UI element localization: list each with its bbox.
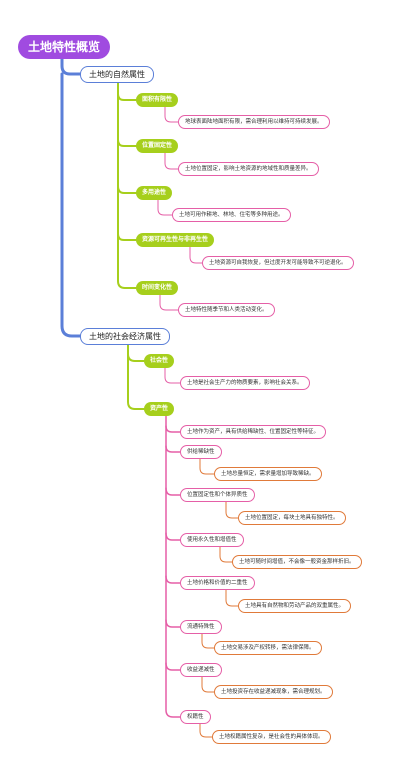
connector-natural-4 xyxy=(117,233,137,241)
leaf-society[interactable]: 土地是社会生产力的物质要素，影响社会关系。 xyxy=(180,376,310,390)
connector-leaf-a5 xyxy=(201,633,215,649)
connector-natural-1 xyxy=(117,93,137,101)
leaf-natural-5[interactable]: 土地特性随季节和人类活动变化。 xyxy=(178,303,275,317)
leaf-natural-4[interactable]: 土地资源可自我恢复，但过度开发可能导致不可逆退化。 xyxy=(202,256,354,270)
asset-leaf-6[interactable]: 土地投资存在收益递减现象，需合理规划。 xyxy=(214,685,333,699)
connector-leaf-n5 xyxy=(159,294,179,311)
asset-leaf-5[interactable]: 土地交易涉及产权转移，需法律保障。 xyxy=(214,641,322,655)
connector-natural-spine xyxy=(117,81,137,289)
leaf-natural-3[interactable]: 土地可用作耕地、林地、住宅等多种用途。 xyxy=(172,208,291,222)
connector-leaf-a1 xyxy=(199,458,215,475)
root-topic[interactable]: 土地特性概览 xyxy=(18,35,111,59)
topic-natural-4[interactable]: 资源可再生性与非再生性 xyxy=(136,233,215,247)
connector-leaf-a2 xyxy=(225,501,239,519)
topic-natural-3[interactable]: 多用途性 xyxy=(136,186,173,200)
connector-social-society xyxy=(127,353,145,362)
connector-root-social xyxy=(60,72,82,338)
connector-natural-3 xyxy=(117,185,137,194)
connector-natural-2 xyxy=(117,139,137,147)
connector-asset-spine xyxy=(165,415,181,718)
connector-leaf-n3 xyxy=(157,199,173,216)
connector-asset-3 xyxy=(165,532,181,541)
connector-asset-intro xyxy=(165,425,181,433)
asset-leaf-7[interactable]: 土地权籍属性复杂，是社会性的具体体现。 xyxy=(212,730,331,744)
asset-item-1[interactable]: 供给稀缺性 xyxy=(180,445,222,459)
asset-item-7[interactable]: 权籍性 xyxy=(180,710,211,724)
connector-asset-4 xyxy=(165,575,181,584)
connector-leaf-n1 xyxy=(164,106,179,123)
topic-natural-2[interactable]: 位置固定性 xyxy=(136,139,179,153)
connector-social-spine xyxy=(127,343,145,410)
asset-item-5[interactable]: 流通特殊性 xyxy=(180,620,222,634)
connector-root-natural xyxy=(60,56,82,76)
topic-natural-5[interactable]: 时间变化性 xyxy=(136,281,179,295)
connector-asset-6 xyxy=(165,662,181,671)
connector-leaf-n2 xyxy=(164,152,179,170)
topic-natural-1[interactable]: 面积有限性 xyxy=(136,93,179,107)
connector-asset-2 xyxy=(165,487,181,496)
connector-leaf-a3 xyxy=(219,546,233,563)
asset-item-6[interactable]: 收益递减性 xyxy=(180,663,222,677)
topic-natural[interactable]: 土地的自然属性 xyxy=(80,66,154,83)
connector-leaf-a6 xyxy=(201,676,215,693)
connector-leaf-a4 xyxy=(225,589,239,607)
asset-leaf-4[interactable]: 土地具有自然物和劳动产品的双重属性。 xyxy=(238,599,352,613)
asset-item-2[interactable]: 位置固定性和个体异质性 xyxy=(180,488,255,502)
asset-item-4[interactable]: 土地价格和价值的二重性 xyxy=(180,576,255,590)
connector-leaf-n4 xyxy=(189,246,203,264)
asset-leaf-2[interactable]: 土地位置固定，每块土地具有独特性。 xyxy=(238,511,346,525)
topic-social[interactable]: 土地的社会经济属性 xyxy=(80,328,170,345)
topic-society[interactable]: 社会性 xyxy=(144,354,175,368)
asset-leaf-1[interactable]: 土地总量恒定，需求量增加导致稀缺。 xyxy=(214,467,322,481)
leaf-natural-2[interactable]: 土地位置固定，影响土地资源的地域性和质量差异。 xyxy=(178,162,319,176)
connector-asset-5 xyxy=(165,619,181,628)
connector-asset-1 xyxy=(165,445,181,453)
asset-leaf-3[interactable]: 土地可随时间增值，不会像一般资金那样折旧。 xyxy=(232,555,362,569)
leaf-natural-1[interactable]: 地球表面陆地面积有限，需合理利用以维持可持续发展。 xyxy=(178,115,330,129)
topic-asset[interactable]: 资产性 xyxy=(144,402,175,416)
connector-leaf-society xyxy=(164,367,181,384)
leaf-asset-intro[interactable]: 土地作为资产，具有供给稀缺性、位置固定性等特征。 xyxy=(180,425,327,439)
connector-leaf-a7 xyxy=(199,723,213,738)
asset-item-3[interactable]: 使用永久性和增值性 xyxy=(180,533,244,547)
